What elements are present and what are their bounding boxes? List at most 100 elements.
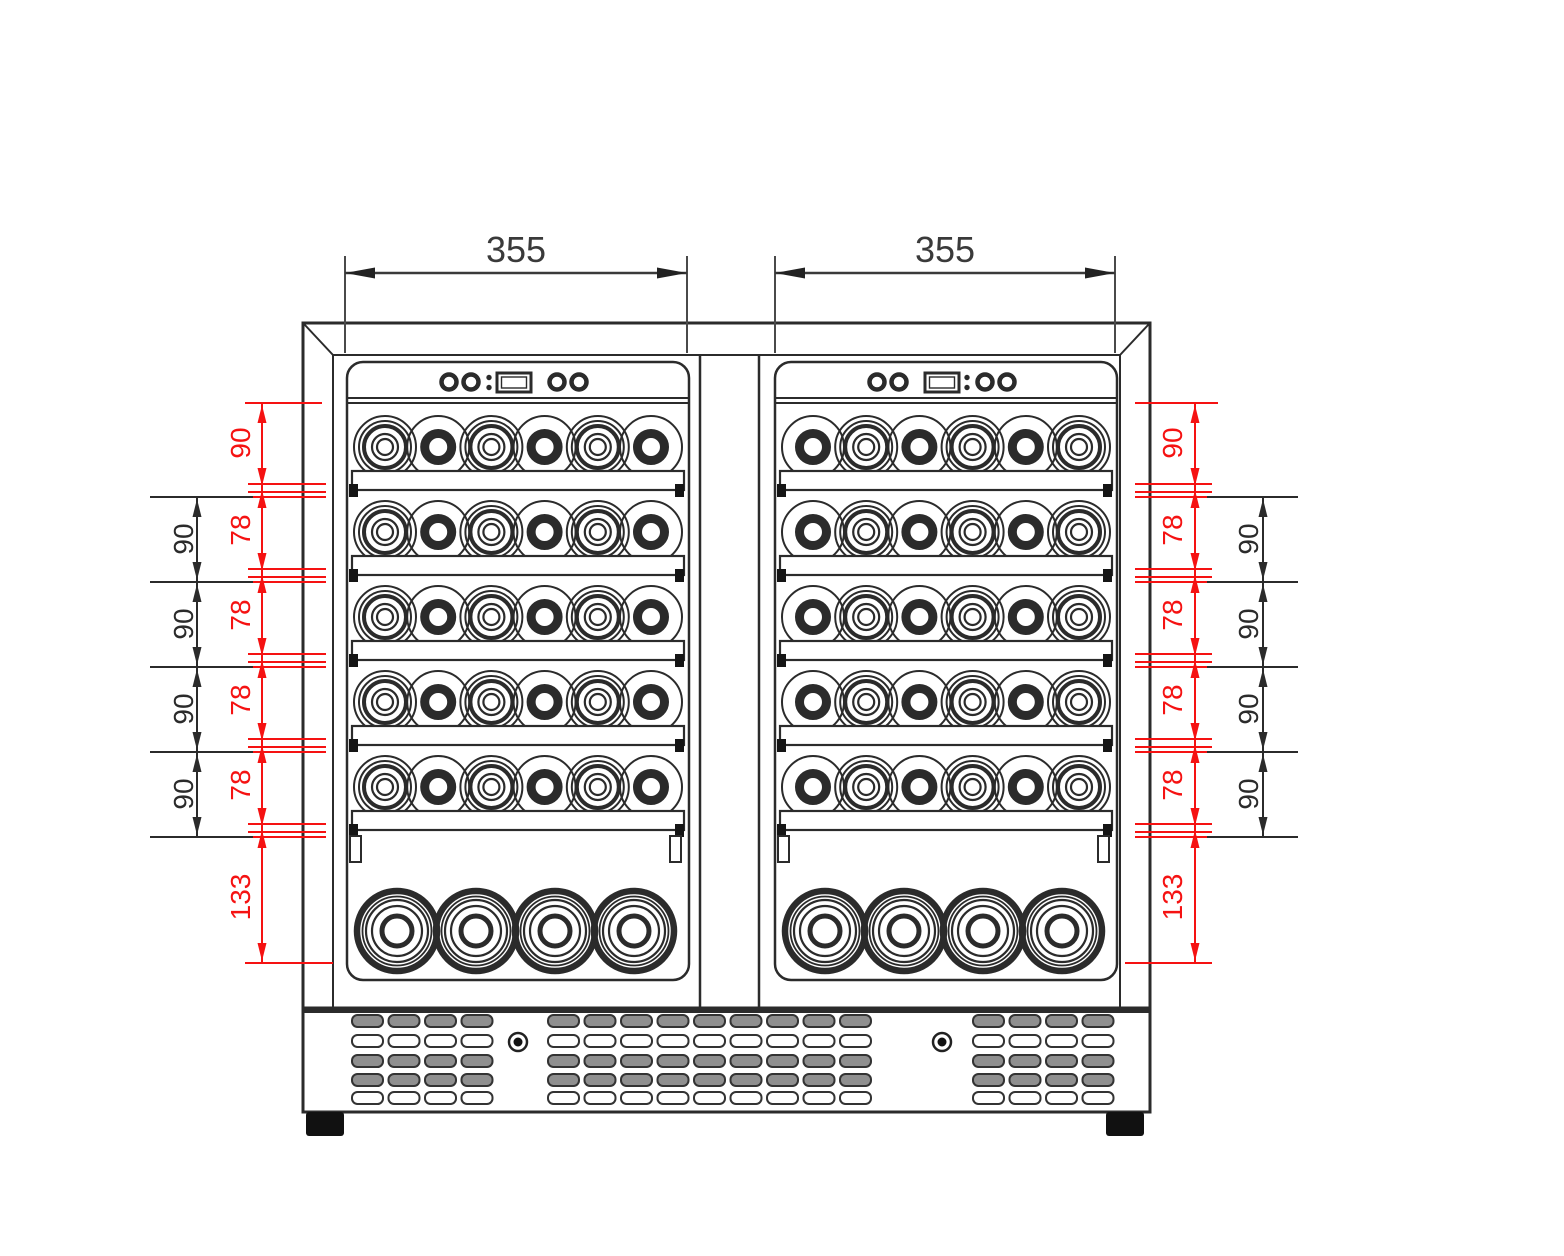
dim-arrow xyxy=(1258,499,1268,517)
bottle-ring xyxy=(464,505,519,559)
bottle-ring xyxy=(570,760,625,814)
bottle-neck-donut xyxy=(420,599,457,635)
bottle-ring xyxy=(839,505,894,559)
shelf-bracket xyxy=(675,654,684,667)
vent-slot xyxy=(972,1014,1005,1028)
dim-arrow xyxy=(1258,562,1268,580)
bottle-ring xyxy=(857,692,876,712)
control-button xyxy=(569,372,589,392)
bottle-ring xyxy=(362,594,408,640)
dim-arrow xyxy=(257,638,267,656)
bottle-neck-donut xyxy=(795,429,831,465)
dim-label-left-black-90d: 90 xyxy=(168,778,199,809)
bottle-ring xyxy=(616,913,652,949)
shelf xyxy=(778,554,1114,577)
bottle-ring xyxy=(949,594,996,640)
bottle-ring xyxy=(362,509,408,555)
vent-slot xyxy=(351,1054,384,1068)
bottle-ring xyxy=(947,895,1019,967)
wine-bottle-base xyxy=(1047,500,1111,564)
bottle-ring xyxy=(1018,887,1106,975)
vent-slot xyxy=(729,1054,763,1068)
bottle-ring xyxy=(588,692,607,712)
vent-slot xyxy=(1008,1054,1042,1068)
bottle-neck-donut xyxy=(1007,684,1044,720)
shelf-bracket xyxy=(1103,484,1112,497)
vent-slot xyxy=(460,1091,494,1105)
bottle-ring xyxy=(843,764,890,810)
vent-slot xyxy=(351,1034,384,1048)
dim-arrow xyxy=(345,267,375,279)
control-button xyxy=(461,372,481,392)
bottle-neck-donut xyxy=(1007,514,1044,550)
bottle-ring xyxy=(358,760,412,814)
dim-label-left-red-78a: 78 xyxy=(225,514,256,545)
dim-arrow xyxy=(257,468,267,486)
dim-label-top-right: 355 xyxy=(915,229,975,270)
bottle-ring xyxy=(570,675,625,729)
bottle-ring xyxy=(950,898,1016,964)
dim-arrow xyxy=(1190,808,1200,826)
dim-arrow xyxy=(1258,732,1268,750)
bottle-neck-donut xyxy=(901,599,938,635)
vent-slot xyxy=(656,1014,690,1028)
bottle-ring xyxy=(857,777,876,797)
vent-slot xyxy=(424,1073,457,1087)
bottle-ring xyxy=(1044,913,1080,949)
bottle-ring xyxy=(958,602,987,632)
dim-label-left-black-90a: 90 xyxy=(168,523,199,554)
bottle-ring xyxy=(370,602,400,632)
bottle-ring xyxy=(588,437,607,457)
bottle-ring xyxy=(464,590,519,644)
wine-bottle-base xyxy=(834,500,899,564)
vent-slot xyxy=(1008,1034,1042,1048)
shelf xyxy=(350,724,686,747)
bottle-ring xyxy=(537,913,573,949)
vent-slot xyxy=(424,1054,457,1068)
vent-slot xyxy=(1045,1073,1078,1087)
bottle-ring xyxy=(945,590,1000,644)
vent-slot xyxy=(839,1091,872,1105)
bottle-ring xyxy=(963,777,982,797)
vent-slot xyxy=(729,1034,763,1048)
indicator-dot xyxy=(964,374,970,381)
right-door-glass xyxy=(773,360,1119,982)
bottle-ring xyxy=(440,895,512,967)
vent-slot xyxy=(583,1054,617,1068)
dim-arrow xyxy=(257,745,267,763)
bottle-ring xyxy=(574,594,621,640)
bottle-ring xyxy=(583,432,612,462)
bottle-ring xyxy=(1029,898,1095,964)
vent-slot xyxy=(766,1054,799,1068)
shelf xyxy=(350,469,686,492)
bottle-ring xyxy=(375,522,395,542)
bottle-neck-donut xyxy=(1007,429,1044,465)
bottle-ring xyxy=(574,424,621,470)
control-button xyxy=(547,372,567,392)
bottle-ring xyxy=(852,517,881,547)
bottle-neck-donut xyxy=(633,684,669,720)
shelf-bracket xyxy=(1103,739,1112,752)
vent-slot xyxy=(547,1014,580,1028)
shelf-bracket xyxy=(1103,654,1112,667)
wine-bottle-base xyxy=(1047,755,1111,819)
vent-slot xyxy=(387,1014,421,1028)
bottle-ring xyxy=(375,607,395,627)
bottle-ring xyxy=(945,505,1000,559)
bottle-ring xyxy=(963,692,982,712)
control-button xyxy=(439,372,459,392)
vent-slot xyxy=(972,1091,1005,1105)
bottle-ring xyxy=(963,522,982,542)
bottle-ring xyxy=(482,522,501,542)
bottle-ring xyxy=(583,687,612,717)
vent-slot xyxy=(693,1034,726,1048)
vent-slot xyxy=(460,1034,494,1048)
wine-bottle-base xyxy=(459,585,524,649)
bottle-ring xyxy=(1056,424,1102,470)
bottle-ring xyxy=(443,898,509,964)
bottle-ring xyxy=(839,675,894,729)
dim-arrow xyxy=(1190,638,1200,656)
vent-slot xyxy=(351,1014,384,1028)
bottle-ring xyxy=(583,517,612,547)
bottle-ring xyxy=(468,679,515,725)
